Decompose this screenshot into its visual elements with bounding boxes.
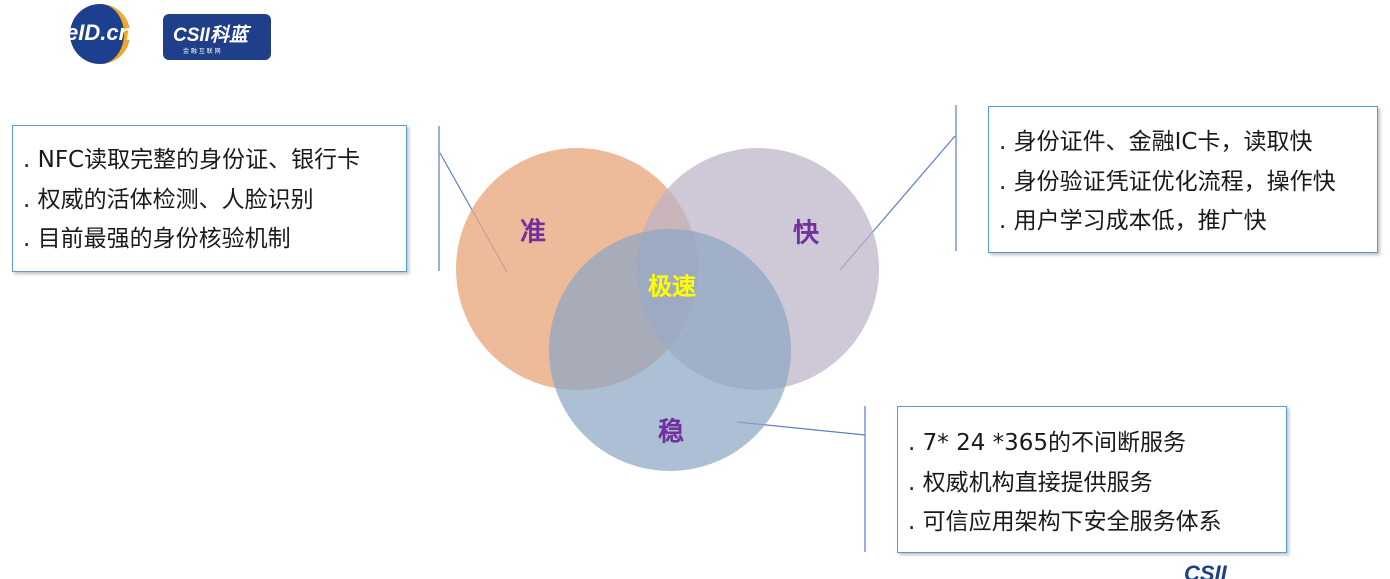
text-box-left-line-1: . NFC读取完整的身份证、银行卡 xyxy=(23,147,361,173)
text-box-right-line-3: . 用户学习成本低，推广快 xyxy=(999,208,1267,234)
eid-logo: eID.cn xyxy=(66,4,132,64)
csii-logo-text: CSII科蓝 xyxy=(173,24,252,46)
text-box-left-line-2: . 权威的活体检测、人脸识别 xyxy=(23,186,314,213)
csii-bottom-logo: CSII xyxy=(1184,563,1228,579)
venn-label-fast: 快 xyxy=(792,218,820,249)
text-box-left-line-3: . 目前最强的身份核验机制 xyxy=(23,226,291,252)
text-box-right-line-2: . 身份验证凭证优化流程，操作快 xyxy=(999,168,1336,195)
csii-logo: CSII科蓝 金 融 互 联 网 xyxy=(163,14,271,60)
text-box-bottom-line-1: . 7* 24 *365的不间断服务 xyxy=(908,430,1187,456)
text-box-bottom-line-3: . 可信应用架构下安全服务体系 xyxy=(908,509,1222,535)
csii-bottom-logo-text: CSII xyxy=(1184,563,1228,579)
venn-label-accurate: 准 xyxy=(519,217,547,248)
eid-logo-text: eID.cn xyxy=(66,20,132,45)
text-box-bottom: . 7* 24 *365的不间断服务 . 权威机构直接提供服务 . 可信应用架构… xyxy=(897,406,1287,553)
text-box-left: . NFC读取完整的身份证、银行卡 . 权威的活体检测、人脸识别 . 目前最强的… xyxy=(12,125,407,272)
venn-label-center: 极速 xyxy=(648,271,696,301)
text-box-right: . 身份证件、金融IC卡，读取快 . 身份验证凭证优化流程，操作快 . 用户学习… xyxy=(988,106,1378,253)
text-box-right-line-1: . 身份证件、金融IC卡，读取快 xyxy=(999,129,1313,155)
venn-label-stable: 稳 xyxy=(657,417,685,448)
csii-logo-subtext: 金 融 互 联 网 xyxy=(183,47,221,55)
text-box-bottom-line-2: . 权威机构直接提供服务 xyxy=(908,469,1153,496)
circle-stable xyxy=(549,229,791,471)
